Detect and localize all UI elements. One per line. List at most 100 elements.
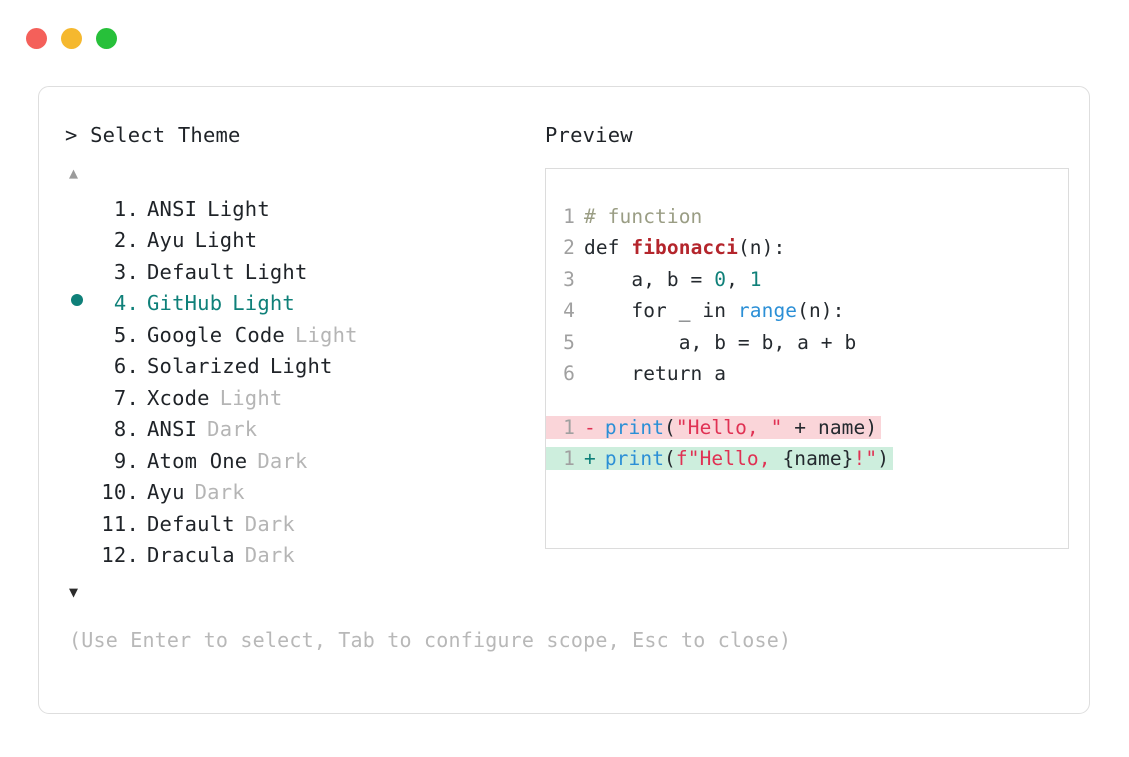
scroll-up-arrow-icon[interactable]: ▲ <box>69 163 79 182</box>
line-number: 4 <box>563 299 575 322</box>
code-token: def <box>584 236 632 259</box>
code-token: (n): <box>797 299 845 322</box>
theme-item-variant: Dark <box>194 480 245 504</box>
code-token: f"Hello, <box>675 447 783 470</box>
minimize-button[interactable] <box>61 28 82 49</box>
code-token: for _ in <box>584 299 738 322</box>
theme-item-variant: Light <box>269 354 333 378</box>
diff-marker-icon: + <box>584 447 596 470</box>
theme-item-index: 12. <box>101 543 139 567</box>
theme-item-name: Xcode <box>147 385 210 410</box>
theme-item-variant: Light <box>232 291 295 315</box>
theme-item-index: 1. <box>113 196 139 221</box>
theme-item-name: Default <box>147 259 235 284</box>
line-number: 1 <box>563 204 575 228</box>
code-token: a, b = b, a + b <box>584 330 857 354</box>
code-token: "Hello, " <box>675 415 783 439</box>
theme-item-index: 3. <box>113 259 139 284</box>
theme-item-index: 2. <box>113 228 139 252</box>
code-line-content: for _ in range(n): <box>584 299 845 322</box>
theme-item-index: 9. <box>113 448 139 473</box>
window-traffic-lights <box>26 28 117 49</box>
theme-item-variant: Light <box>294 322 358 347</box>
theme-item-variant: Light <box>244 259 308 284</box>
theme-item-index: 8. <box>113 417 139 441</box>
code-token: 1 <box>749 267 762 291</box>
scroll-down-arrow-icon[interactable]: ▼ <box>69 582 79 601</box>
code-token: ( <box>664 447 676 470</box>
theme-item-name: Default <box>147 511 235 536</box>
code-token: ) <box>877 447 890 470</box>
theme-item-variant: Dark <box>257 448 308 473</box>
theme-item-index: 6. <box>113 354 139 378</box>
code-token: , <box>726 267 750 291</box>
line-number: 6 <box>563 362 575 385</box>
code-line-content: a, b = 0, 1 <box>584 268 762 291</box>
theme-item-name: Google Code <box>147 322 285 347</box>
theme-list-item[interactable]: 10. Ayu Dark <box>65 480 535 512</box>
diff-line-add: 1+ print(f"Hello, {name}!") <box>546 447 1068 479</box>
theme-item-name: Dracula <box>147 543 235 567</box>
close-button[interactable] <box>26 28 47 49</box>
theme-list-item[interactable]: 5. Google Code Light <box>65 323 535 355</box>
code-line: 5 a, b = b, a + b <box>546 331 1068 363</box>
code-token: a, b = <box>584 267 715 291</box>
theme-list-item[interactable]: 3. Default Light <box>65 260 535 292</box>
code-line-content: a, b = b, a + b <box>584 330 857 354</box>
theme-item-variant: Light <box>219 385 283 410</box>
line-number: 3 <box>563 267 575 291</box>
code-token: return a <box>584 362 727 385</box>
code-token: {name} <box>782 447 854 470</box>
code-line: 6 return a <box>546 362 1068 394</box>
diff-line-number: 1 <box>546 415 584 439</box>
theme-item-index: 10. <box>101 480 139 504</box>
theme-item-name: Ayu <box>147 480 185 504</box>
line-number: 5 <box>563 330 575 354</box>
code-line: 1 # function <box>546 205 1068 237</box>
keyboard-hint: (Use Enter to select, Tab to configure s… <box>69 627 792 652</box>
code-token: # function <box>584 204 703 228</box>
theme-item-name: GitHub <box>147 291 223 315</box>
code-line-content: return a <box>584 362 726 385</box>
theme-list-item[interactable]: 12. Dracula Dark <box>65 543 535 575</box>
code-line-content: # function <box>584 205 702 228</box>
theme-item-variant: Light <box>194 228 258 252</box>
diff-marker-icon: - <box>584 415 596 439</box>
diff-line-del: 1-print("Hello, " + name) <box>546 415 1068 448</box>
code-token: !" <box>853 447 878 470</box>
theme-item-variant: Dark <box>207 417 258 441</box>
preview-label: Preview <box>545 123 633 147</box>
line-number: 2 <box>563 236 575 259</box>
theme-item-index: 4. <box>113 291 139 315</box>
theme-item-variant: Light <box>207 196 270 221</box>
code-token: print <box>604 447 665 470</box>
maximize-button[interactable] <box>96 28 117 49</box>
code-token: + name) <box>782 415 878 439</box>
page-title: > Select Theme <box>65 123 241 147</box>
theme-item-variant: Dark <box>244 543 295 567</box>
code-token: ( <box>664 415 676 439</box>
code-token: (n): <box>737 236 786 259</box>
code-token: print <box>604 415 665 439</box>
diff-line-number: 1 <box>546 447 584 470</box>
diff-line-content: -print("Hello, " + name) <box>584 415 882 439</box>
diff-line-content: + print(f"Hello, {name}!") <box>584 447 894 470</box>
theme-item-index: 11. <box>101 511 139 536</box>
theme-item-index: 5. <box>113 322 139 347</box>
selection-bullet-slot <box>65 294 93 306</box>
theme-list-item[interactable]: 4. GitHub Light <box>65 291 535 323</box>
